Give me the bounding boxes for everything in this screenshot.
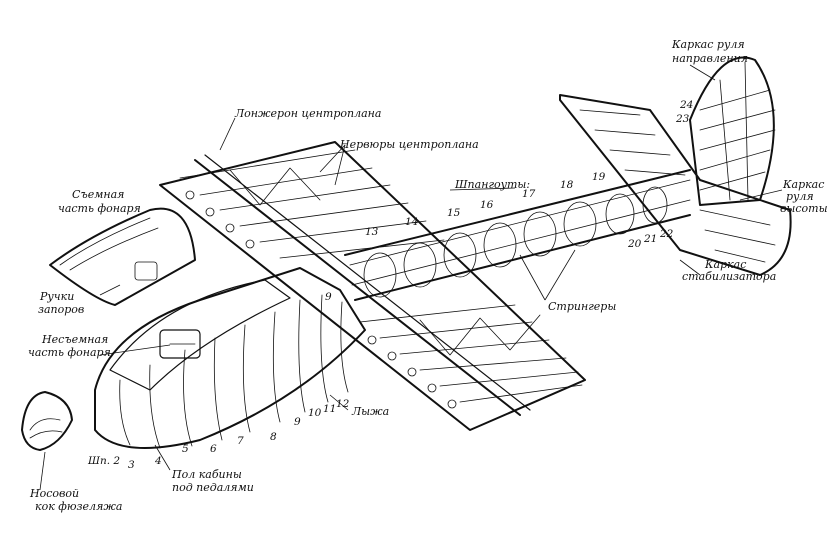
frame-number: 5	[182, 443, 189, 455]
label-wing-ribs: Нервюры центроплана	[339, 138, 479, 151]
frame-number: 14	[405, 216, 418, 228]
frame-number: 9	[294, 416, 301, 428]
leader-lines	[39, 64, 783, 491]
label-removable-canopy-2: часть фонаря	[58, 202, 141, 215]
frame-number: 9	[325, 291, 332, 303]
frame-number: 18	[560, 179, 574, 191]
label-cabin-floor-2: под педалями	[172, 481, 254, 494]
label-frame-prefix: Шп. 2	[87, 455, 120, 467]
frame-number: 6	[210, 443, 217, 455]
label-rudder-frame-2: направления	[672, 52, 748, 65]
label-elevator-frame-1: Каркас	[782, 178, 824, 191]
label-skid: Лыжа	[351, 405, 389, 418]
frame-number: 20	[627, 238, 642, 250]
label-lock-handles-1: Ручки	[39, 290, 74, 303]
frame-number: 13	[365, 226, 379, 238]
text-labels: Лонжерон центроплана Нервюры центроплана…	[28, 38, 828, 513]
frame-number: 17	[522, 188, 536, 200]
label-stabilizer-frame-1: Каркас	[704, 258, 746, 271]
label-fixed-canopy-1: Несъемная	[41, 333, 108, 346]
label-elevator-frame-2: руля	[786, 190, 814, 203]
frame-number: 22	[659, 228, 674, 240]
stabilizer-elevator	[559, 94, 792, 276]
label-wing-spar: Лонжерон центроплана	[234, 107, 381, 120]
frame-number: 3	[128, 459, 135, 471]
frame-number: 16	[480, 199, 494, 211]
frame-number: 4	[154, 455, 162, 467]
frame-number: 19	[592, 171, 606, 183]
frame-number: 7	[237, 435, 244, 447]
frame-number: 21	[643, 233, 657, 245]
label-cabin-floor-1: Пол кабины	[171, 468, 242, 481]
frame-numbers: 3 4 5 6 7 8 9 10 11 12 13 14 15 16 17 18…	[128, 99, 693, 471]
fin-rudder	[689, 56, 776, 206]
frame-number: 12	[336, 398, 350, 410]
frame-number: 10	[308, 407, 322, 419]
label-fixed-canopy-2: часть фонаря	[28, 346, 111, 359]
nose-cap	[21, 391, 73, 451]
label-frames: Шпангоуты:	[454, 178, 530, 191]
removable-canopy	[49, 207, 196, 306]
frame-number: 11	[323, 403, 336, 415]
label-nose-cap-2: кок фюзеляжа	[35, 500, 122, 513]
label-rudder-frame-1: Каркас руля	[671, 38, 745, 51]
tail-boom	[344, 169, 691, 301]
label-stabilizer-frame-2: стабилизатора	[682, 270, 776, 283]
label-lock-handles-2: запоров	[38, 303, 84, 316]
fuselage-pod	[94, 267, 366, 449]
frame-number: 24	[679, 99, 693, 111]
label-elevator-frame-3: высоты	[780, 202, 828, 215]
frame-number: 15	[447, 207, 461, 219]
wing-centre-section	[159, 141, 586, 431]
label-nose-cap-1: Носовой	[29, 487, 79, 500]
label-stringers: Стрингеры	[548, 300, 616, 313]
frame-number: 23	[675, 113, 690, 125]
frame-number: 8	[270, 431, 277, 443]
label-removable-canopy-1: Съемная	[72, 188, 124, 201]
